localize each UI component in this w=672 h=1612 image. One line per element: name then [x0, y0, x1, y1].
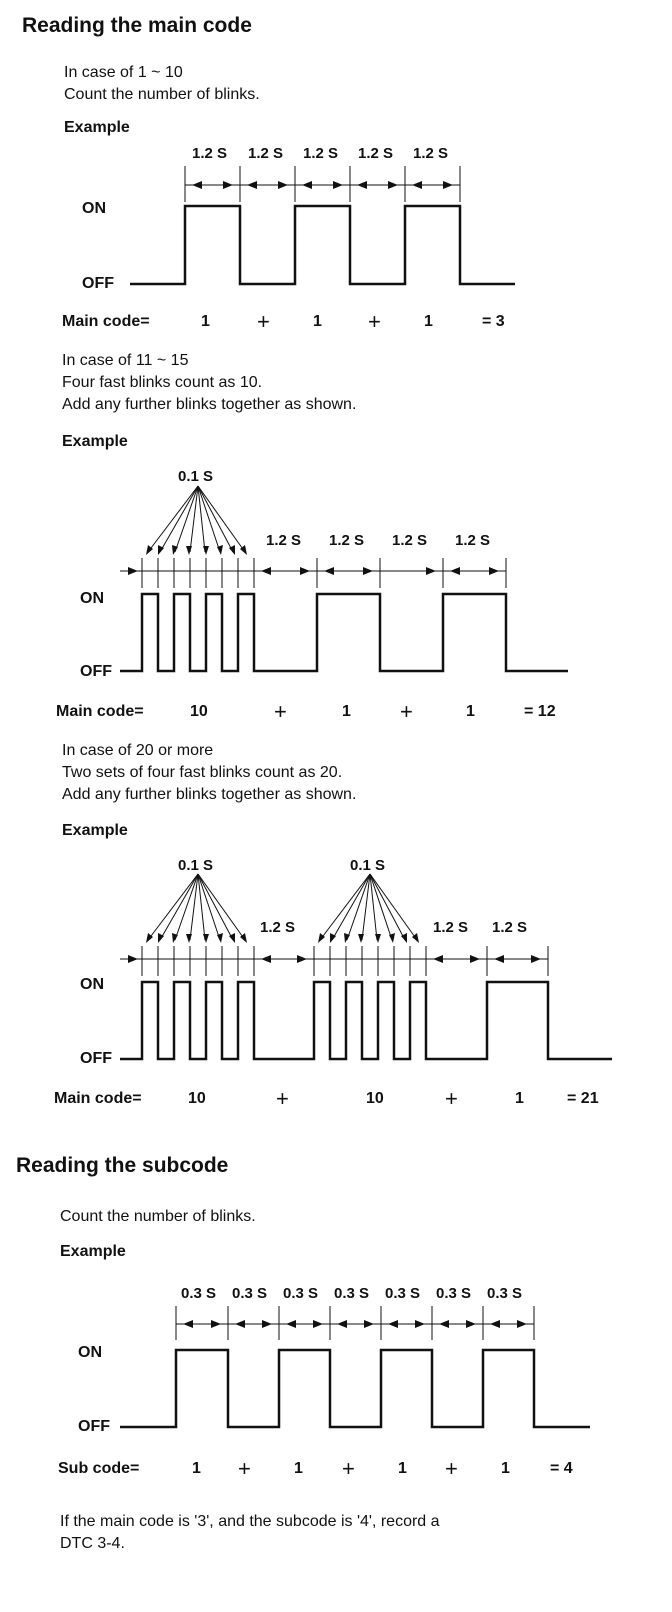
sub-term-2: 1: [294, 1460, 303, 1477]
case3-line-1: In case of 20 or more: [62, 742, 214, 759]
case2-line-3: Add any further blinks together as shown…: [62, 396, 357, 413]
case1-term-2: 1: [313, 313, 322, 330]
case2-timing-2: 1.2 S: [329, 532, 365, 549]
case1-timing-1: 1.2 S: [192, 145, 228, 162]
case3-timing-2: 1.2 S: [433, 919, 469, 936]
case1-line-2: Count the number of blinks.: [64, 86, 260, 103]
sub-plus-1: +: [238, 1456, 251, 1481]
case3-waveform-diagram: [120, 873, 612, 1061]
case3-off-label: OFF: [80, 1050, 112, 1067]
case2-on-label: ON: [80, 590, 104, 607]
case2-result: = 12: [524, 703, 556, 720]
section-title-subcode: Reading the subcode: [16, 1154, 229, 1177]
case2-line-1: In case of 11 ~ 15: [62, 352, 189, 369]
case2-code-label: Main code=: [56, 703, 144, 720]
case1-term-1: 1: [201, 313, 210, 330]
case3-fast-label-2: 0.1 S: [350, 857, 386, 874]
case1-timing-3: 1.2 S: [303, 145, 339, 162]
case2-term-1: 10: [190, 703, 208, 720]
sub-on-label: ON: [78, 1344, 102, 1361]
sub-timing-7: 0.3 S: [487, 1285, 523, 1302]
sub-timing-3: 0.3 S: [283, 1285, 319, 1302]
sub-off-label: OFF: [78, 1418, 110, 1435]
case2-line-2: Four fast blinks count as 10.: [62, 374, 263, 391]
case3-plus-2: +: [445, 1086, 458, 1111]
footer-line-1: If the main code is '3', and the subcode…: [60, 1513, 440, 1530]
case1-line-1: In case of 1 ~ 10: [64, 64, 183, 81]
case3-term-3: 1: [515, 1090, 524, 1107]
case1-example-label: Example: [64, 119, 130, 136]
case3-timing-3: 1.2 S: [492, 919, 528, 936]
case1-timing-4: 1.2 S: [358, 145, 394, 162]
case3-line-3: Add any further blinks together as shown…: [62, 786, 357, 803]
case3-term-1: 10: [188, 1090, 206, 1107]
case2-timing-1: 1.2 S: [266, 532, 302, 549]
case3-example-label: Example: [62, 822, 128, 839]
sub-timing-6: 0.3 S: [436, 1285, 472, 1302]
case1-plus-2: +: [368, 309, 381, 334]
case3-code-label: Main code=: [54, 1090, 142, 1107]
sub-term-4: 1: [501, 1460, 510, 1477]
case3-timing-1: 1.2 S: [260, 919, 296, 936]
sub-term-1: 1: [192, 1460, 201, 1477]
case2-fast-label: 0.1 S: [178, 468, 214, 485]
sub-timing-1: 0.3 S: [181, 1285, 217, 1302]
sub-timing-5: 0.3 S: [385, 1285, 421, 1302]
case2-term-2: 1: [342, 703, 351, 720]
sub-timing-4: 0.3 S: [334, 1285, 370, 1302]
case1-code-label: Main code=: [62, 313, 150, 330]
sub-plus-3: +: [445, 1456, 458, 1481]
case2-example-label: Example: [62, 433, 128, 450]
case1-result: = 3: [482, 313, 505, 330]
case3-on-label: ON: [80, 976, 104, 993]
case1-plus-1: +: [257, 309, 270, 334]
sub-example-label: Example: [60, 1243, 126, 1260]
case2-term-3: 1: [466, 703, 475, 720]
case1-timing-2: 1.2 S: [248, 145, 284, 162]
case1-term-3: 1: [424, 313, 433, 330]
sub-line-1: Count the number of blinks.: [60, 1208, 256, 1225]
case2-plus-2: +: [400, 699, 413, 724]
case2-off-label: OFF: [80, 663, 112, 680]
case2-timing-3: 1.2 S: [392, 532, 428, 549]
case3-line-2: Two sets of four fast blinks count as 20…: [62, 764, 343, 781]
sub-term-3: 1: [398, 1460, 407, 1477]
case2-waveform-diagram: [120, 485, 568, 673]
sub-plus-2: +: [342, 1456, 355, 1481]
case1-waveform-diagram: [130, 166, 515, 286]
case2-plus-1: +: [274, 699, 287, 724]
case1-on-label: ON: [82, 200, 106, 217]
footer-line-2: DTC 3-4.: [60, 1535, 125, 1552]
subcode-waveform-diagram: [120, 1306, 590, 1429]
case1-timing-5: 1.2 S: [413, 145, 449, 162]
case3-plus-1: +: [276, 1086, 289, 1111]
case3-term-2: 10: [366, 1090, 384, 1107]
sub-timing-2: 0.3 S: [232, 1285, 268, 1302]
sub-code-label: Sub code=: [58, 1460, 140, 1477]
section-title-main-code: Reading the main code: [22, 14, 252, 37]
case3-fast-label-1: 0.1 S: [178, 857, 214, 874]
case3-result: = 21: [567, 1090, 599, 1107]
sub-result: = 4: [550, 1460, 573, 1477]
case1-off-label: OFF: [82, 275, 114, 292]
case2-timing-4: 1.2 S: [455, 532, 491, 549]
